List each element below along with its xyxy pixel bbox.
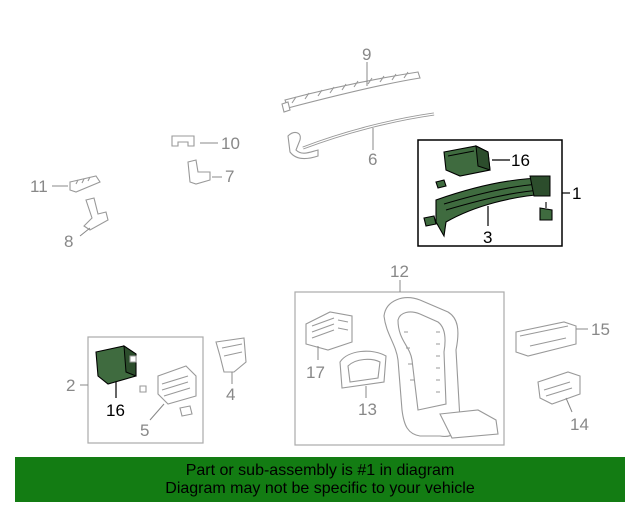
callout-12: 12 (390, 262, 409, 281)
part-6-seal-strip[interactable] (287, 112, 435, 160)
notice-banner: Part or sub-assembly is #1 in diagram Di… (15, 457, 625, 502)
assembly-2-box (87, 336, 204, 444)
callout-1: 1 (572, 184, 581, 203)
part-17-vent-grille[interactable] (305, 311, 353, 351)
part-12-console-panel[interactable] (383, 297, 499, 439)
callout-16-lower: 16 (106, 401, 125, 420)
callout-3: 3 (483, 228, 492, 247)
part-8-bracket[interactable] (83, 197, 109, 231)
callout-10: 10 (221, 134, 240, 153)
callout-17: 17 (306, 363, 325, 382)
callout-6: 6 (368, 150, 377, 169)
part-13-bezel[interactable] (339, 350, 387, 389)
callout-11: 11 (30, 177, 48, 196)
parts-diagram: 9 6 10 7 11 8 1 16 (30, 45, 610, 446)
notice-line-1: Part or sub-assembly is #1 in diagram (185, 462, 455, 479)
callout-15: 15 (591, 320, 610, 339)
part-15-panel[interactable] (515, 321, 577, 357)
part-3-vent-duct[interactable] (435, 175, 551, 238)
callout-4: 4 (226, 385, 235, 404)
part-4-trim-piece[interactable] (215, 337, 247, 373)
part-5-vent-outlet[interactable] (129, 355, 197, 417)
callout-14: 14 (570, 415, 589, 434)
callout-16-top: 16 (511, 151, 530, 170)
part-16-vent-housing-top[interactable] (443, 145, 491, 177)
callout-9: 9 (362, 45, 371, 64)
callout-8: 8 (64, 232, 73, 251)
part-16-vent-housing-lower[interactable] (95, 345, 137, 385)
part-screw[interactable] (539, 202, 553, 221)
part-7-bracket[interactable] (187, 159, 211, 185)
callout-13: 13 (358, 400, 377, 419)
notice-line-2: Diagram may not be specific to your vehi… (165, 480, 475, 497)
callout-5: 5 (140, 421, 149, 440)
part-clip-left[interactable] (435, 179, 447, 189)
part-9-trim-strip[interactable] (281, 71, 421, 113)
part-11-clip[interactable] (69, 175, 101, 193)
part-clip-lower[interactable] (423, 215, 437, 227)
callout-2: 2 (66, 376, 75, 395)
part-10-clip[interactable] (171, 135, 195, 147)
callout-7: 7 (225, 167, 234, 186)
part-14-panel[interactable] (537, 371, 581, 405)
